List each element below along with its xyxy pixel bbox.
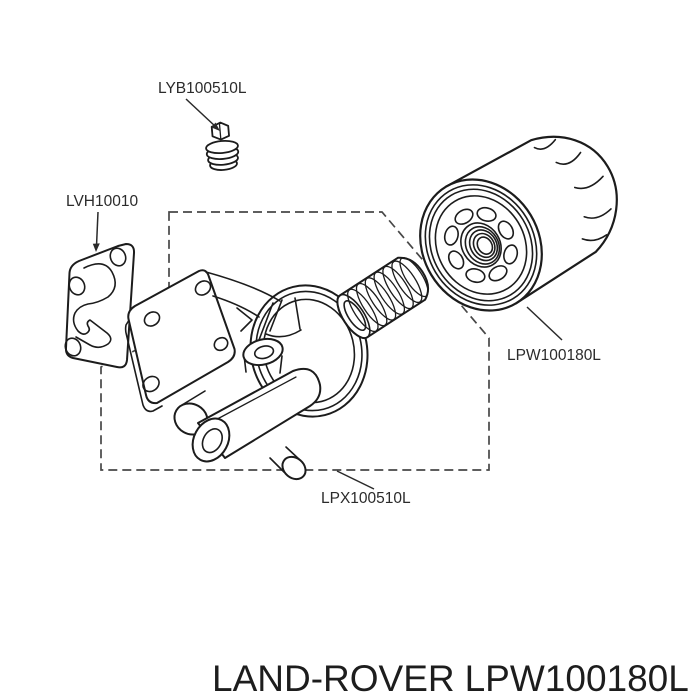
part-label-gasket: LVH10010 bbox=[66, 193, 138, 210]
leader-line-gasket bbox=[95, 211, 99, 247]
leader-line-housing-kit bbox=[336, 470, 375, 490]
leader-line-filter bbox=[526, 306, 563, 341]
gasket-drawing bbox=[64, 243, 136, 369]
plug-drawing bbox=[205, 121, 240, 171]
leader-line-plug bbox=[185, 98, 217, 128]
spring-drawing bbox=[336, 256, 430, 340]
caption: LAND-ROVER LPW100180L bbox=[212, 659, 689, 699]
part-label-filter: LPW100180L bbox=[507, 347, 601, 364]
oil-filter-drawing bbox=[419, 135, 618, 312]
caption-brand: LAND-ROVER bbox=[212, 658, 455, 699]
oil-filter-housing-drawing bbox=[124, 269, 369, 481]
leader-arrow-plug bbox=[211, 122, 220, 131]
part-label-plug: LYB100510L bbox=[158, 80, 247, 97]
caption-part-number: LPW100180L bbox=[464, 658, 689, 699]
part-label-housing-kit: LPX100510L bbox=[321, 490, 411, 507]
leader-arrow-gasket bbox=[92, 243, 100, 252]
